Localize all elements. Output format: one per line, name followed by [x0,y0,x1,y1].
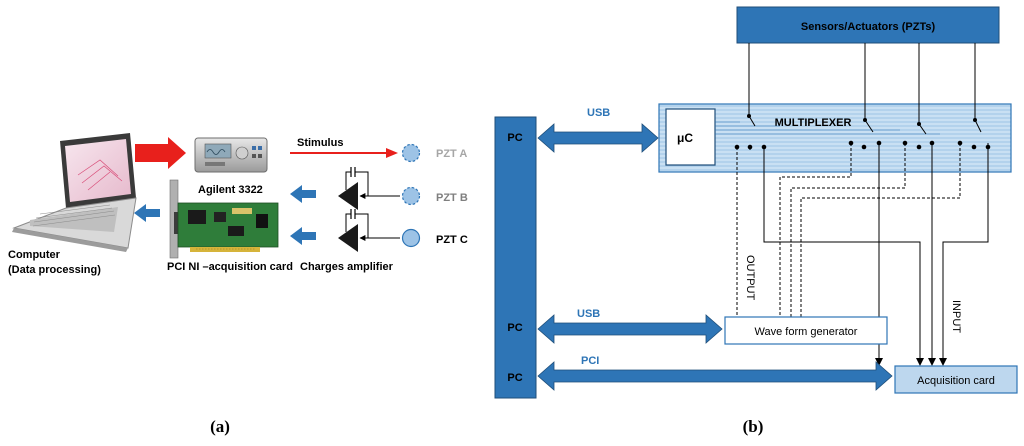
charge-amplifier-c-icon [338,209,400,252]
wave-form-generator-label: Wave form generator [755,326,858,338]
usb-middle-label: USB [577,308,600,320]
usb-top-label: USB [587,107,610,119]
pci-arrow [537,361,893,391]
usb-middle-arrow [537,314,723,344]
usb-top-arrow [537,123,659,153]
acquisition-card-box [894,365,1018,394]
pzt-a-label: PZT A [436,148,467,160]
sensors-actuators-box [736,6,1000,44]
pc-bar [494,116,537,399]
multiplexer-label: MULTIPLEXER [775,117,852,129]
charges-amplifier-label: Charges amplifier [300,261,394,273]
computer-label-line1: Computer [8,249,61,261]
acquisition-card-label: PCI NI –acquisition card [167,261,293,273]
caption-b: (b) [743,417,764,436]
output-dashed-lines [736,143,961,317]
input-arrowheads [875,358,947,366]
input-label: INPUT [950,300,962,333]
pc-label-middle: PC [507,322,522,334]
switch-dots [734,114,991,150]
acquisition-card-icon [169,179,279,259]
panel-b: PC PC PC Sensors/Actuators (PZTs) μC MUL… [494,6,1018,436]
laptop-icon [12,133,137,252]
microcontroller-label: μC [677,131,693,145]
stimulus-label: Stimulus [297,137,343,149]
pzt-c-label: PZT C [436,234,468,246]
acquisition-card-box-label: Acquisition card [917,375,995,387]
agilent-label: Agilent 3322 [198,184,263,196]
microcontroller-box [665,108,716,166]
caption-a: (a) [210,417,230,436]
panel-a: Computer (Data processing) Agilent 3322 … [8,133,468,436]
pzt-a-icon [401,143,421,163]
blue-arrow-amp-c [290,227,316,245]
pc-label-bottom: PC [507,372,522,384]
blue-arrow-amp-b [290,185,316,203]
red-arrow [135,137,186,169]
pzt-b-label: PZT B [436,192,468,204]
pci-label: PCI [581,355,599,367]
sensors-actuators-label: Sensors/Actuators (PZTs) [801,21,936,33]
pc-label-top: PC [507,132,522,144]
computer-label-line2: (Data processing) [8,264,101,276]
function-generator-icon [194,137,268,173]
wave-form-generator-box [724,316,888,345]
output-label: OUTPUT [744,255,756,301]
pzt-c-icon [401,228,421,248]
multiplexer-box [658,103,1012,173]
charge-amplifier-b-icon [338,167,400,210]
blue-arrow-computer [134,204,160,222]
pzt-b-icon [401,186,421,206]
